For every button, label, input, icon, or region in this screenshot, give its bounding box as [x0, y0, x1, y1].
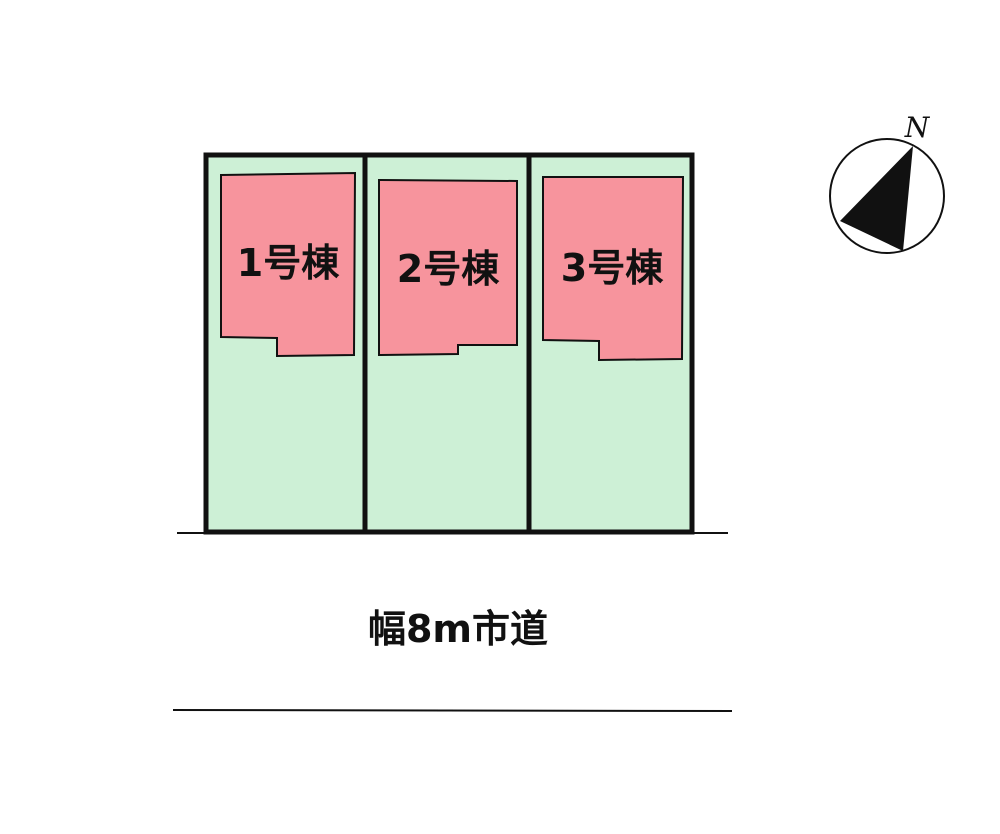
north-arrow-icon: N — [829, 111, 945, 254]
house-1-footprint — [220, 171, 357, 358]
house-2-label: 2号棟 — [397, 247, 500, 291]
road-label: 幅8m市道 — [368, 607, 548, 651]
house-3-footprint — [542, 176, 685, 362]
road-edge-south — [172, 709, 733, 712]
north-label: N — [904, 111, 931, 144]
houses-group — [220, 171, 685, 362]
house-1-label: 1号棟 — [237, 241, 340, 285]
house-3-label: 3号棟 — [561, 246, 664, 290]
house-2-footprint — [378, 178, 518, 357]
compass-needle — [840, 146, 913, 251]
